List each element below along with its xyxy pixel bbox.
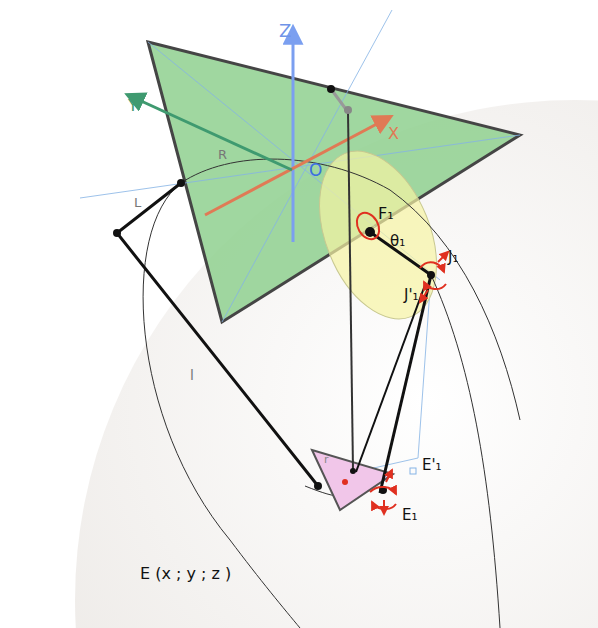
radius-label: r <box>324 454 329 465</box>
sphere <box>75 100 598 628</box>
rod-length-label: l <box>190 368 194 382</box>
sphere-arc <box>431 275 500 628</box>
arm-circle <box>297 134 459 336</box>
joint-label: J₁ <box>448 250 458 265</box>
radius-label: R <box>218 148 227 161</box>
point-label: E₁ <box>402 508 418 523</box>
length-label: L <box>134 196 141 209</box>
point-label: E'₁ <box>422 458 442 473</box>
axis-label: X <box>388 126 399 142</box>
rod-sphere-arc <box>143 183 300 628</box>
z-axis <box>292 28 295 242</box>
robot-links <box>117 183 431 493</box>
joint-label: J'₁ <box>404 288 419 303</box>
rotation-symbols <box>352 209 448 514</box>
joint-dots <box>113 85 435 494</box>
y-axis <box>128 95 292 170</box>
origin-label: O <box>309 162 322 179</box>
axis-label: Y <box>128 98 138 114</box>
angle-label: θ₁ <box>390 234 405 249</box>
construction-lines <box>80 10 520 472</box>
x-axis <box>205 117 390 215</box>
point-coordinates: E (x ; y ; z ) <box>140 566 231 582</box>
axis-label: Z <box>279 22 291 40</box>
joint-label: F₁ <box>378 206 394 222</box>
